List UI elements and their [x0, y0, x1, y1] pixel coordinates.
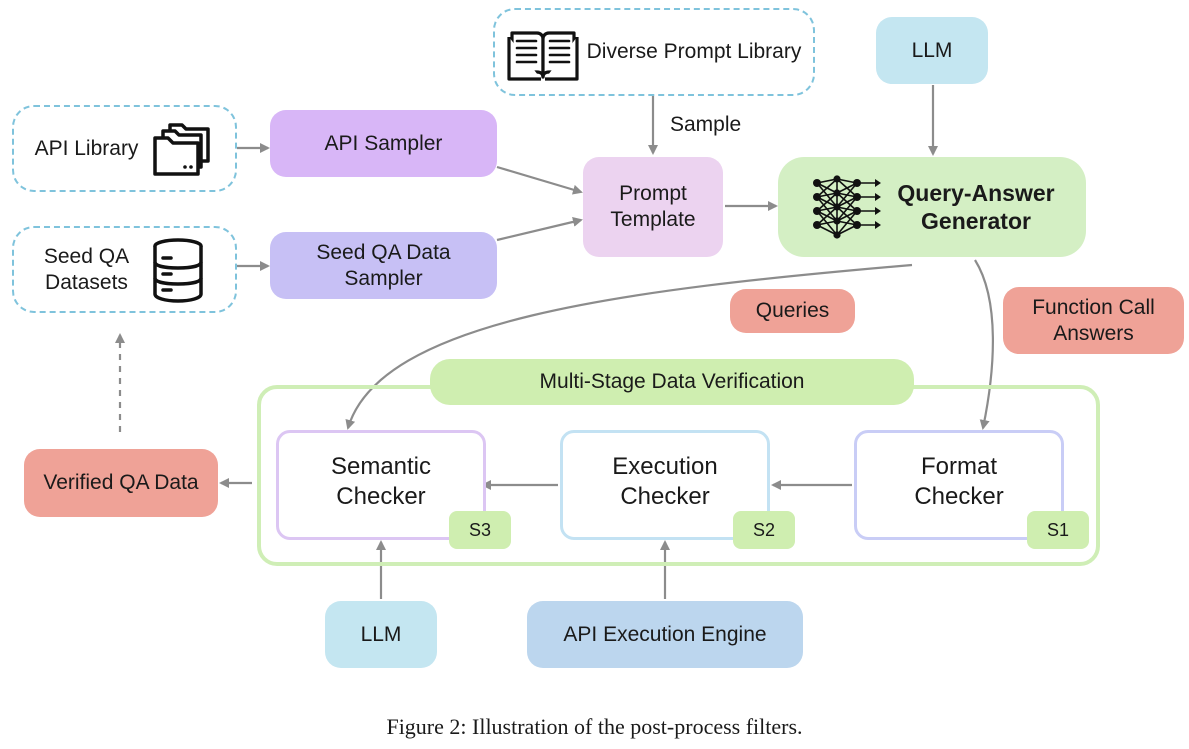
seed-qa-label-line2: Datasets	[45, 270, 128, 294]
prompt-library-box: Diverse Prompt Library	[493, 8, 815, 96]
format-line1: Format	[920, 453, 997, 480]
badge-s1: S1	[1027, 511, 1089, 549]
seed-qa-label-line1: Seed QA	[43, 244, 130, 268]
badge-s3: S3	[449, 511, 511, 549]
seed-qa-sampler-box: Seed QA Data Sampler	[270, 232, 497, 299]
queries-box: Queries	[730, 289, 855, 333]
generator-line1: Query-Answer	[897, 179, 1055, 206]
badge-s2: S2	[733, 511, 795, 549]
execution-line2: Checker	[620, 483, 710, 510]
verification-title: Multi-Stage Data Verification	[430, 359, 914, 405]
prompt-template-box: Prompt Template	[583, 157, 723, 257]
execution-line1: Execution	[612, 453, 718, 480]
open-book-icon	[507, 31, 579, 81]
answers-line2: Answers	[1053, 321, 1134, 345]
figure-caption: Figure 2: Illustration of the post-proce…	[386, 714, 803, 739]
semantic-line1: Semantic	[330, 453, 432, 480]
arrow-generator-to-format	[974, 259, 994, 430]
generator-label: Query-Answer Generator	[897, 179, 1054, 235]
prompt-library-label: Diverse Prompt Library	[586, 40, 802, 64]
api-library-box: API Library	[12, 105, 237, 192]
seed-qa-datasets-box: Seed QA Datasets	[12, 226, 237, 313]
function-call-answers-box: Function Call Answers	[1003, 287, 1184, 354]
seed-sampler-line2: Sampler	[344, 266, 423, 290]
api-execution-engine-box: API Execution Engine	[527, 601, 803, 668]
api-library-label: API Library	[34, 136, 139, 160]
folders-icon	[153, 122, 211, 176]
api-sampler-box: API Sampler	[270, 110, 497, 177]
query-answer-generator-box: Query-Answer Generator	[778, 157, 1086, 257]
database-icon	[153, 237, 203, 303]
arrow-apisampler-to-template	[496, 165, 583, 195]
prompt-template-line2: Template	[610, 208, 696, 231]
answers-line1: Function Call	[1032, 295, 1155, 319]
llm-top-box: LLM	[876, 17, 988, 84]
seed-qa-label: Seed QA Datasets	[44, 244, 129, 295]
llm-bottom-box: LLM	[325, 601, 437, 668]
seed-sampler-line1: Seed QA Data	[316, 240, 451, 264]
verified-qa-data-box: Verified QA Data	[24, 449, 218, 517]
format-line2: Checker	[914, 483, 1004, 510]
semantic-line2: Checker	[336, 483, 426, 510]
sample-label: Sample	[670, 113, 742, 136]
prompt-template-line1: Prompt	[619, 182, 687, 206]
generator-line2: Generator	[921, 208, 1031, 234]
neural-network-icon	[813, 175, 882, 239]
arrow-seedsampler-to-template	[496, 216, 583, 242]
